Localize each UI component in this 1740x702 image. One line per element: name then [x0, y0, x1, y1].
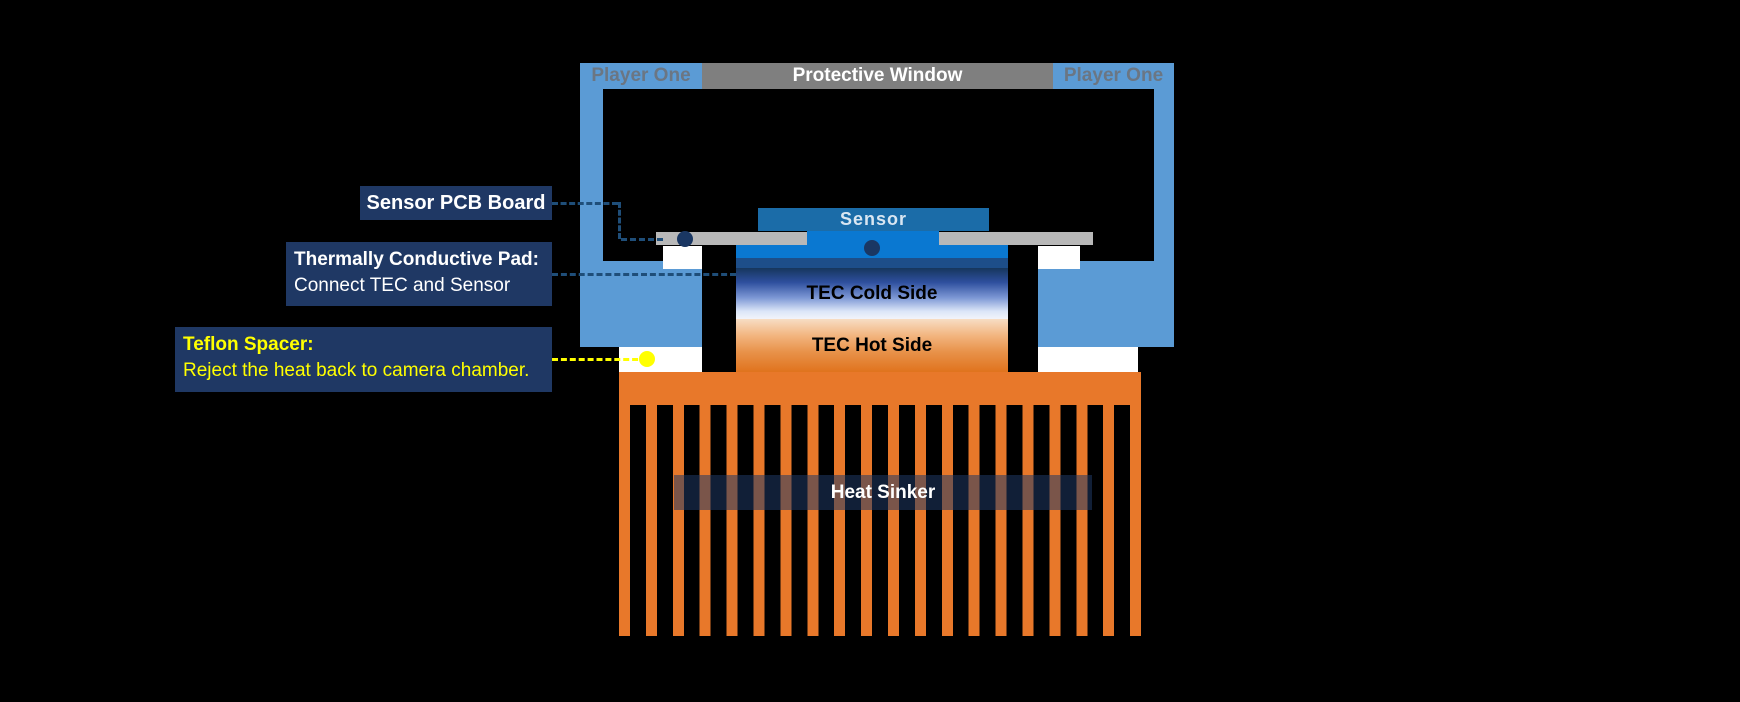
tec-cold-side: TEC Cold Side [736, 268, 1008, 319]
connector-dot-teflon-icon [639, 351, 655, 367]
heat-sink-fins [619, 405, 1141, 636]
teflon-spacer-top-left [663, 246, 702, 269]
callout-sensor-pcb-title: Sensor PCB Board [366, 191, 546, 214]
callout-sensor-pcb-board: Sensor PCB Board [360, 186, 552, 220]
leader-line-pcb-vertical [618, 202, 621, 239]
sensor-pcb-board-left [656, 232, 807, 245]
callout-conductive-pad-title: Thermally Conductive Pad: [294, 249, 539, 270]
sensor-chip [807, 231, 939, 246]
heat-sinker-label: Heat Sinker [674, 475, 1092, 510]
teflon-spacer-bottom-right [1038, 347, 1138, 372]
sensor-pcb-board-right [939, 232, 1093, 245]
leader-line-conductive-pad [552, 273, 736, 276]
heat-sink-base [619, 372, 1141, 405]
leader-line-pcb-to-board [621, 238, 663, 241]
thermally-conductive-pad [736, 258, 1008, 268]
tec-hot-side: TEC Hot Side [736, 319, 1008, 372]
connector-dot-pcb-icon [677, 231, 693, 247]
brand-label-right: Player One [1063, 65, 1164, 86]
callout-teflon-spacer-title: Teflon Spacer: [183, 334, 314, 355]
sensor-label: Sensor [758, 208, 989, 231]
leader-line-teflon-spacer [552, 358, 647, 361]
teflon-spacer-top-right [1038, 246, 1080, 269]
callout-thermally-conductive-pad: Thermally Conductive Pad: Connect TEC an… [286, 242, 552, 306]
leader-line-pcb-horizontal [552, 202, 618, 205]
protective-window-label: Protective Window [702, 63, 1053, 89]
connector-dot-pad-icon [864, 240, 880, 256]
callout-conductive-pad-desc: Connect TEC and Sensor [294, 275, 511, 296]
callout-teflon-spacer-desc: Reject the heat back to camera chamber. [183, 360, 530, 381]
callout-teflon-spacer: Teflon Spacer: Reject the heat back to c… [175, 327, 552, 392]
brand-label-left: Player One [591, 65, 691, 86]
